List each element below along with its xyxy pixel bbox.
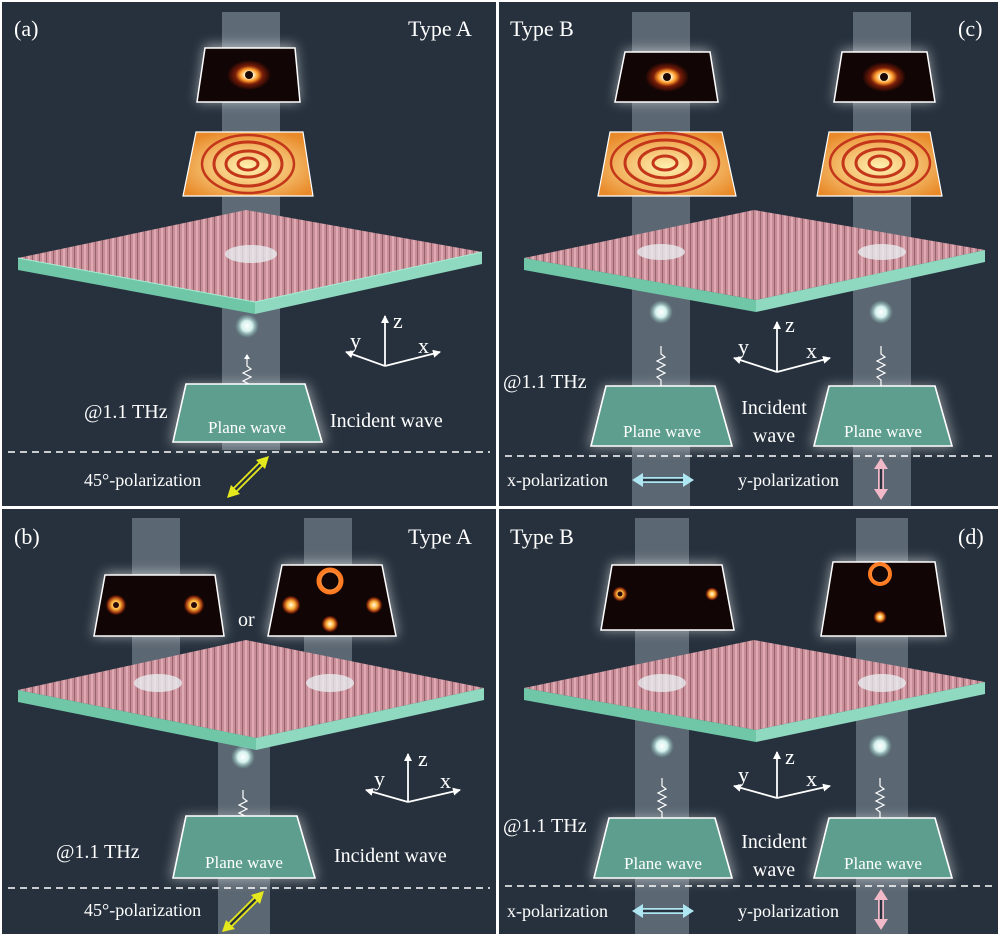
incident-label-1: Incident: [741, 831, 807, 853]
point-source-right: [869, 300, 893, 324]
intensity-pattern-left: [614, 50, 719, 103]
plane-wave-box-left: [592, 817, 734, 879]
incident-label-2: wave: [753, 425, 795, 447]
polarization-arrow-x: [632, 904, 694, 918]
type-label: Type B: [510, 524, 574, 549]
plane-wave-box-right: [812, 385, 954, 447]
coordinate-axes: [733, 751, 831, 799]
panel-a: Plane wave (a) Type A @1.1 THz Incident …: [8, 12, 490, 498]
incident-label-2: wave: [753, 859, 795, 881]
axis-y: y: [738, 762, 749, 787]
polarization-x-label: x-polarization: [507, 901, 608, 921]
panel-label: (c): [958, 16, 982, 41]
incident-wave-label: Incident wave: [330, 410, 443, 432]
polarization-arrow-y: [874, 889, 888, 930]
beam-spot: [225, 245, 277, 263]
plane-wave-label: Plane wave: [205, 853, 283, 872]
plane-wave-box-left: [589, 385, 734, 447]
axis-x: x: [806, 338, 817, 363]
intensity-pattern-right: [266, 563, 398, 637]
plane-wave-box: [172, 815, 317, 879]
panel-b: or Plane wave (b) Type A @1.1 THz Incide…: [8, 518, 490, 934]
coordinate-axes: [733, 321, 831, 373]
type-label: Type A: [408, 16, 472, 41]
phase-pattern-right: [816, 131, 943, 197]
polarization-arrow-45: [227, 456, 269, 498]
coordinate-axes: [365, 753, 461, 803]
intensity-pattern-right: [819, 560, 948, 637]
frequency-label: @1.1 THz: [84, 401, 168, 423]
plane-wave-label: Plane wave: [208, 418, 286, 437]
axis-z: z: [418, 746, 428, 771]
type-label: Type B: [510, 16, 574, 41]
axis-z: z: [785, 744, 795, 769]
panel-c: Plane wave Plane wave (c) Type B @1.1 TH…: [503, 12, 992, 506]
frequency-label: @1.1 THz: [503, 815, 587, 837]
axis-x: x: [806, 766, 817, 791]
incident-wave-label: Incident wave: [334, 845, 447, 867]
polarization-label: 45°-polarization: [84, 900, 201, 920]
plane-wave-label-left: Plane wave: [624, 854, 702, 873]
panel-label: (b): [14, 524, 40, 549]
metasurface: [18, 640, 484, 750]
axis-y: y: [738, 334, 749, 359]
intensity-pattern-right: [833, 50, 936, 103]
metasurface: [524, 640, 985, 742]
panel-label: (a): [14, 16, 38, 41]
point-source-left: [650, 734, 674, 758]
plane-wave-label-right: Plane wave: [844, 854, 922, 873]
axis-x: x: [440, 768, 451, 793]
point-source-right: [868, 734, 892, 758]
plane-wave-box: [172, 383, 324, 443]
coordinate-axes: [345, 315, 441, 367]
type-label: Type A: [408, 524, 472, 549]
axis-z: z: [393, 308, 403, 333]
point-source: [231, 745, 255, 769]
polarization-x-label: x-polarization: [507, 470, 608, 490]
polarization-arrow-45: [222, 891, 264, 932]
plane-wave-label-right: Plane wave: [844, 422, 922, 441]
intensity-pattern-left: [600, 563, 735, 631]
metasurface: [524, 210, 985, 312]
polarization-arrow-y: [874, 458, 888, 500]
panel-d: Plane wave Plane wave (d) Type B @1.1 TH…: [503, 518, 992, 934]
plane-wave-box-right: [812, 817, 954, 879]
axis-z: z: [785, 312, 795, 337]
polarization-label: 45°-polarization: [84, 470, 201, 490]
phase-pattern: [182, 131, 314, 197]
intensity-pattern: [196, 45, 301, 103]
incident-label-1: Incident: [741, 397, 807, 419]
polarization-y-label: y-polarization: [738, 901, 839, 921]
axis-y: y: [374, 766, 385, 791]
point-source-left: [649, 300, 673, 324]
axis-y: y: [350, 328, 361, 353]
or-label: or: [238, 609, 255, 631]
plane-wave-label-left: Plane wave: [623, 422, 701, 441]
intensity-pattern-left: [93, 573, 225, 637]
axis-x: x: [418, 333, 429, 358]
frequency-label: @1.1 THz: [56, 841, 140, 863]
frequency-label: @1.1 THz: [503, 371, 587, 393]
point-source: [235, 314, 259, 338]
polarization-arrow-x: [632, 473, 694, 487]
panel-label: (d): [958, 524, 984, 549]
phase-pattern-left: [597, 131, 737, 197]
polarization-y-label: y-polarization: [738, 470, 839, 490]
